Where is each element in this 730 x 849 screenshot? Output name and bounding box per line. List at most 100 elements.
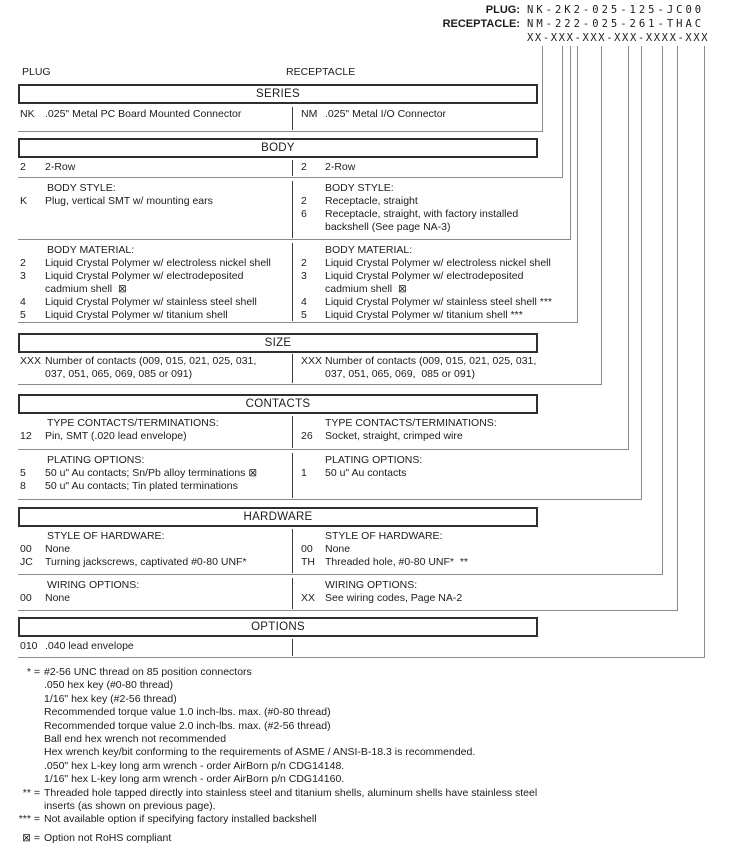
option-row: NK.025" Metal PC Board Mounted Connector (18, 108, 292, 121)
receptacle-part-number-value: NM-222-025-261-THAC (527, 18, 705, 30)
subsection-options-0: 010.040 lead envelope (18, 637, 705, 658)
subsection-header: BODY MATERIAL: (47, 244, 135, 256)
code-cell: 3 (301, 270, 307, 282)
right-column: NM.025" Metal I/O Connector (293, 105, 543, 132)
subsection-header: PLATING OPTIONS: (47, 454, 145, 466)
part-number-mask: XX-XXX-XXX-XXX-XXXX-XXX (527, 32, 710, 44)
desc-cell: None (45, 543, 71, 555)
option-row: 26 Socket, straight, crimped wire (301, 430, 629, 443)
option-row: 5 Liquid Crystal Polymer w/ titanium shel… (301, 309, 578, 322)
desc-cell: None (45, 592, 71, 604)
receptacle-part-number-label: RECEPTACLE: (442, 18, 520, 30)
desc-cell: 50 u" Au contacts (325, 467, 407, 479)
section-title-hardware: HARDWARE (18, 507, 538, 527)
subsection-header: WIRING OPTIONS: (325, 579, 418, 591)
code-cell: 26 (301, 430, 313, 442)
desc-cell: Pin, SMT (.020 lead envelope) (45, 430, 187, 442)
subsection-series-0: NK.025" Metal PC Board Mounted Connector… (18, 105, 543, 132)
left-column: WIRING OPTIONS: 00 None (18, 576, 292, 611)
footnotes: * =#2-56 UNC thread on 85 position conne… (10, 666, 538, 845)
connector-line (18, 46, 705, 658)
code-cell: 00 (20, 543, 32, 555)
desc-cell: Threaded hole, #0-80 UNF* ** (325, 556, 468, 568)
code-cell: XXX (20, 355, 42, 367)
code-cell: 12 (20, 430, 32, 442)
column-divider (292, 453, 293, 498)
subsection-header: BODY STYLE: (325, 182, 394, 194)
footnote-block: ⊠ =Option not RoHS compliant (10, 832, 537, 845)
code-cell: 2 (20, 257, 26, 269)
column-header-plug: PLUG (22, 66, 51, 78)
footnote-marker: *** = (18, 813, 40, 826)
code-cell: 4 (20, 296, 26, 308)
column-divider (292, 160, 293, 176)
section-title-contacts: CONTACTS (18, 394, 538, 414)
subsection-header: STYLE OF HARDWARE: (47, 530, 165, 542)
option-row: 010.040 lead envelope (18, 640, 292, 653)
option-row: 00 None (18, 543, 292, 556)
left-column: 010.040 lead envelope (18, 637, 292, 658)
subsection-header: BODY STYLE: (47, 182, 116, 194)
section-title-size: SIZE (18, 333, 538, 353)
code-cell: 00 (20, 592, 32, 604)
code-cell: 2 (301, 161, 307, 173)
code-cell: NK (20, 108, 35, 120)
code-cell: 2 (301, 257, 307, 269)
code-cell: 1 (301, 467, 307, 479)
column-divider (292, 243, 293, 321)
code-cell: K (20, 195, 28, 207)
column-divider (292, 354, 293, 383)
desc-cell: Turning jackscrews, captivated #0-80 UNF… (45, 556, 247, 568)
code-cell: 3 (20, 270, 26, 282)
code-cell: 5 (301, 309, 307, 321)
right-column (293, 637, 705, 658)
subsection-header: WIRING OPTIONS: (47, 579, 140, 591)
option-row: 1 50 u" Au contacts (301, 467, 642, 480)
column-header-receptacle: RECEPTACLE (286, 66, 356, 78)
code-cell: 010 (20, 640, 38, 652)
column-divider (292, 578, 293, 609)
code-cell: 5 (20, 309, 26, 321)
footnote-block: * =#2-56 UNC thread on 85 position conne… (10, 666, 537, 787)
desc-cell: Liquid Crystal Polymer w/ titanium shell (45, 309, 228, 321)
footnote-text: #2-56 UNC thread on 85 position connecto… (44, 666, 476, 786)
desc-cell: Liquid Crystal Polymer w/ electrodeposit… (325, 270, 524, 295)
connector-line (18, 46, 602, 385)
footnote-text: Option not RoHS compliant (44, 831, 172, 844)
desc-cell: Number of contacts (009, 015, 021, 025, … (325, 355, 537, 380)
footnote-text: Threaded hole tapped directly into stain… (44, 786, 538, 813)
plug-part-number-label: PLUG: (485, 4, 520, 16)
subsection-header: STYLE OF HARDWARE: (325, 530, 443, 542)
desc-cell: Liquid Crystal Polymer w/ titanium shell… (325, 309, 523, 321)
desc-cell: Receptacle, straight (325, 195, 418, 207)
column-divider (292, 416, 293, 448)
desc-cell: Socket, straight, crimped wire (325, 430, 463, 442)
left-column: NK.025" Metal PC Board Mounted Connector (18, 105, 292, 132)
desc-cell: Receptacle, straight, with factory insta… (325, 208, 519, 233)
option-row: NM.025" Metal I/O Connector (301, 108, 543, 121)
code-cell: XXX (301, 355, 323, 367)
code-cell: XX (301, 592, 316, 604)
code-cell: 5 (20, 467, 26, 479)
